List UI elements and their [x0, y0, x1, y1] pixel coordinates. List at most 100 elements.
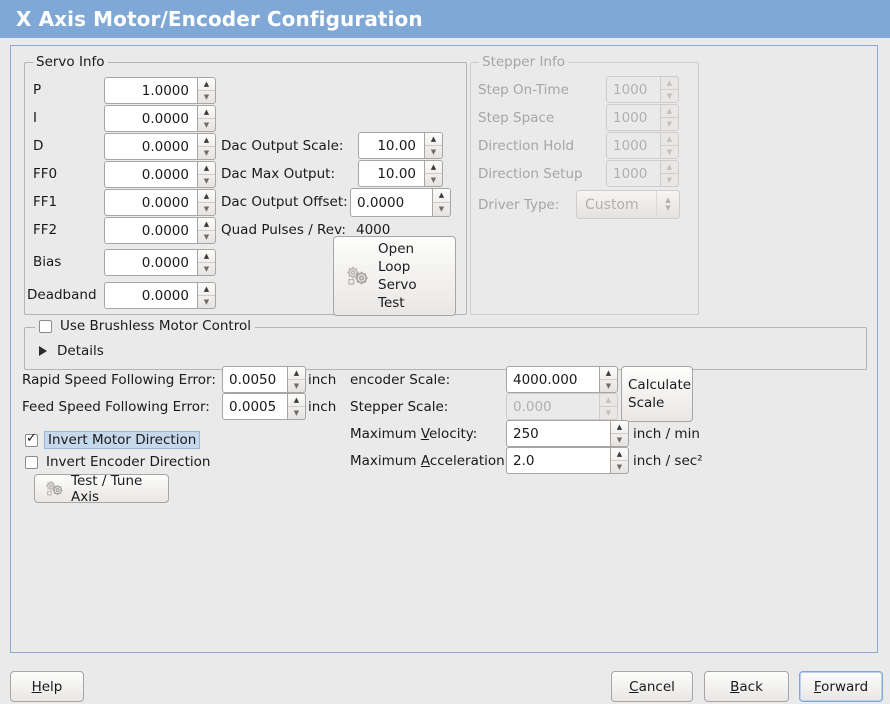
maximum-velocity-spin[interactable]: 250 — [506, 420, 629, 447]
servo-spin-i[interactable]: 0.0000 — [104, 105, 216, 132]
servo-spin-ff1-decrement[interactable] — [198, 203, 215, 215]
servo-spin-ff2-decrement[interactable] — [198, 231, 215, 243]
servo-spin-p[interactable]: 1.0000 — [104, 77, 216, 104]
checkbox-box[interactable] — [39, 319, 52, 333]
servo-spin-ff0-stepper[interactable] — [197, 161, 216, 188]
servo-spin-i-decrement[interactable] — [198, 119, 215, 131]
rapid-following-error-spin[interactable]: 0.0050 — [222, 366, 306, 393]
dac-output-scale-entry[interactable]: 10.00 — [358, 132, 424, 159]
servo-spin-d-stepper[interactable] — [197, 133, 216, 160]
encoder-scale-increment[interactable] — [600, 367, 617, 379]
cancel-button[interactable]: Cancel — [611, 671, 693, 702]
dac-max-output-decrement[interactable] — [425, 174, 442, 186]
maximum-velocity-stepper[interactable] — [610, 420, 629, 447]
feed-following-error-decrement[interactable] — [288, 407, 305, 419]
feed-following-error-stepper[interactable] — [287, 393, 306, 420]
maximum-acceleration-entry[interactable]: 2.0 — [506, 447, 610, 474]
servo-spin-deadband[interactable]: 0.0000 — [104, 282, 216, 309]
dac-max-output-increment[interactable] — [425, 161, 442, 173]
servo-spin-d-entry[interactable]: 0.0000 — [104, 133, 197, 160]
chevron-right-icon[interactable] — [39, 346, 47, 356]
servo-spin-ff1-entry[interactable]: 0.0000 — [104, 189, 197, 216]
maximum-velocity-increment[interactable] — [611, 421, 628, 433]
dac-output-offset-stepper[interactable] — [432, 188, 451, 217]
maximum-velocity-decrement[interactable] — [611, 434, 628, 446]
dac-output-scale-stepper[interactable] — [424, 132, 443, 159]
checkbox-box[interactable] — [25, 455, 38, 469]
servo-spin-ff1-increment[interactable] — [198, 190, 215, 202]
rapid-following-error-decrement[interactable] — [288, 380, 305, 392]
servo-spin-deadband-increment[interactable] — [198, 283, 215, 295]
servo-spin-ff2-increment[interactable] — [198, 218, 215, 230]
maximum-acceleration-decrement[interactable] — [611, 461, 628, 473]
rapid-following-error-increment[interactable] — [288, 367, 305, 379]
servo-spin-i-stepper[interactable] — [197, 105, 216, 132]
feed-following-error-increment[interactable] — [288, 394, 305, 406]
direction-hold-entry: 1000 — [606, 132, 660, 159]
dac-output-offset-entry[interactable]: 0.0000 — [350, 188, 432, 217]
servo-spin-ff0-increment[interactable] — [198, 162, 215, 174]
open-loop-servo-test-button[interactable]: Open Loop Servo Test — [333, 236, 456, 316]
help-button[interactable]: Help — [10, 671, 84, 702]
servo-spin-bias-entry[interactable]: 0.0000 — [104, 249, 197, 276]
maximum-acceleration-increment[interactable] — [611, 448, 628, 460]
forward-label: Forward — [814, 679, 868, 695]
rapid-following-error-entry[interactable]: 0.0050 — [222, 366, 287, 393]
servo-spin-ff1-stepper[interactable] — [197, 189, 216, 216]
servo-spin-deadband-entry[interactable]: 0.0000 — [104, 282, 197, 309]
dac-output-scale-increment[interactable] — [425, 133, 442, 145]
back-button[interactable]: Back — [704, 671, 789, 702]
servo-spin-ff2-stepper[interactable] — [197, 217, 216, 244]
servo-spin-bias[interactable]: 0.0000 — [104, 249, 216, 276]
feed-following-error-entry[interactable]: 0.0005 — [222, 393, 287, 420]
dac-max-output-entry[interactable]: 10.00 — [358, 160, 424, 187]
invert-encoder-direction-checkbox[interactable]: Invert Encoder Direction — [25, 454, 210, 470]
servo-spin-ff2-entry[interactable]: 0.0000 — [104, 217, 197, 244]
servo-spin-d-decrement[interactable] — [198, 147, 215, 159]
servo-spin-bias-stepper[interactable] — [197, 249, 216, 276]
servo-spin-p-increment[interactable] — [198, 78, 215, 90]
gears-icon — [42, 478, 66, 499]
encoder-scale-entry[interactable]: 4000.000 — [506, 366, 599, 393]
servo-spin-bias-increment[interactable] — [198, 250, 215, 262]
invert-motor-direction-checkbox[interactable]: Invert Motor Direction — [25, 431, 201, 449]
servo-spin-ff2[interactable]: 0.0000 — [104, 217, 216, 244]
feed-following-error-spin[interactable]: 0.0005 — [222, 393, 306, 420]
encoder-scale-decrement[interactable] — [600, 380, 617, 392]
encoder-scale-spin[interactable]: 4000.000 — [506, 366, 618, 393]
servo-spin-ff0-decrement[interactable] — [198, 175, 215, 187]
use-brushless-motor-control-checkbox[interactable]: Use Brushless Motor Control — [35, 318, 255, 334]
maximum-acceleration-spin[interactable]: 2.0 — [506, 447, 629, 474]
dac-output-offset-spin[interactable]: 0.0000 — [350, 188, 451, 217]
test-tune-axis-button[interactable]: Test / Tune Axis — [34, 473, 169, 505]
dac-output-scale-decrement[interactable] — [425, 146, 442, 158]
servo-spin-p-stepper[interactable] — [197, 77, 216, 104]
dac-max-output-spin[interactable]: 10.00 — [358, 160, 443, 187]
servo-spin-ff0[interactable]: 0.0000 — [104, 161, 216, 188]
servo-spin-p-entry[interactable]: 1.0000 — [104, 77, 197, 104]
servo-spin-d-increment[interactable] — [198, 134, 215, 146]
maximum-velocity-entry[interactable]: 250 — [506, 420, 610, 447]
servo-spin-deadband-stepper[interactable] — [197, 282, 216, 309]
encoder-scale-stepper[interactable] — [599, 366, 618, 393]
servo-spin-i-entry[interactable]: 0.0000 — [104, 105, 197, 132]
servo-spin-d[interactable]: 0.0000 — [104, 133, 216, 160]
servo-spin-deadband-decrement[interactable] — [198, 296, 215, 308]
calculate-scale-button[interactable]: Calculate Scale — [621, 366, 693, 422]
servo-spin-i-increment[interactable] — [198, 106, 215, 118]
servo-spin-ff1[interactable]: 0.0000 — [104, 189, 216, 216]
dac-max-output-stepper[interactable] — [424, 160, 443, 187]
servo-spin-ff0-entry[interactable]: 0.0000 — [104, 161, 197, 188]
maximum-acceleration-stepper[interactable] — [610, 447, 629, 474]
details-expander[interactable]: Details — [37, 343, 104, 359]
dac-output-scale-spin[interactable]: 10.00 — [358, 132, 443, 159]
driver-type-label: Driver Type: — [478, 197, 560, 213]
rapid-following-error-stepper[interactable] — [287, 366, 306, 393]
servo-spin-p-decrement[interactable] — [198, 91, 215, 103]
servo-info-legend: Servo Info — [33, 55, 108, 70]
servo-spin-bias-decrement[interactable] — [198, 263, 215, 275]
checkbox-box[interactable] — [25, 431, 38, 447]
dac-output-offset-increment[interactable] — [433, 189, 450, 202]
forward-button[interactable]: Forward — [799, 671, 883, 702]
dac-output-offset-decrement[interactable] — [433, 203, 450, 216]
